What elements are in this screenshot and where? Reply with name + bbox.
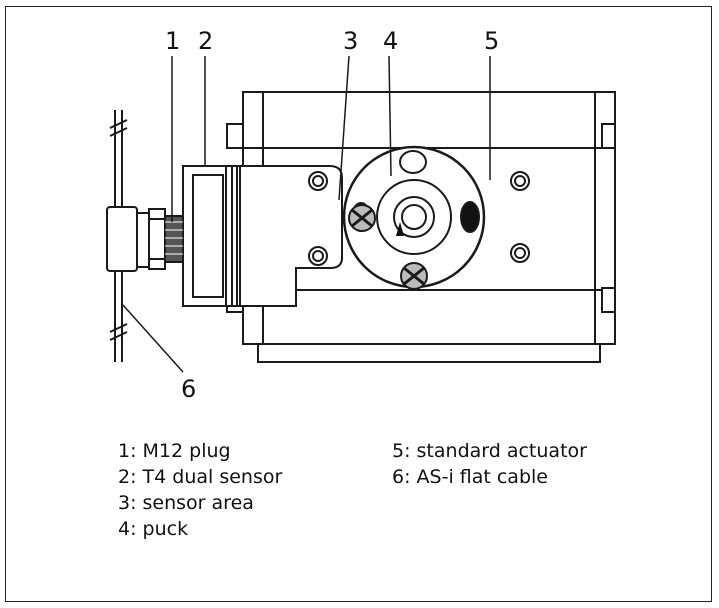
as-i-flat-cable — [109, 110, 128, 362]
callout-6: 6 — [181, 375, 196, 403]
callout-3: 3 — [343, 27, 358, 55]
m12-plug — [106, 206, 184, 272]
puck — [342, 145, 486, 290]
legend-item-t4-dual-sensor: 2: T4 dual sensor — [118, 466, 283, 488]
legend-item-puck: 4: puck — [118, 518, 189, 540]
callout-2: 2 — [198, 27, 213, 55]
callout-1: 1 — [165, 27, 180, 55]
legend-item-sensor-area: 3: sensor area — [118, 492, 254, 514]
legend-item-m12-plug: 1: M12 plug — [118, 440, 231, 462]
legend-item-standard-actuator: 5: standard actuator — [392, 440, 587, 462]
t4-dual-sensor — [182, 165, 343, 307]
leader-lines — [122, 55, 491, 373]
callout-4: 4 — [383, 27, 398, 55]
legend-item-as-i-flat-cable: 6: AS-i flat cable — [392, 466, 548, 488]
legend-left: 1: M12 plug 2: T4 dual sensor 3: sensor … — [118, 438, 282, 542]
callout-5: 5 — [484, 27, 499, 55]
figure-frame — [5, 6, 712, 602]
legend-right: 5: standard actuator 6: AS-i flat cable — [392, 438, 587, 490]
